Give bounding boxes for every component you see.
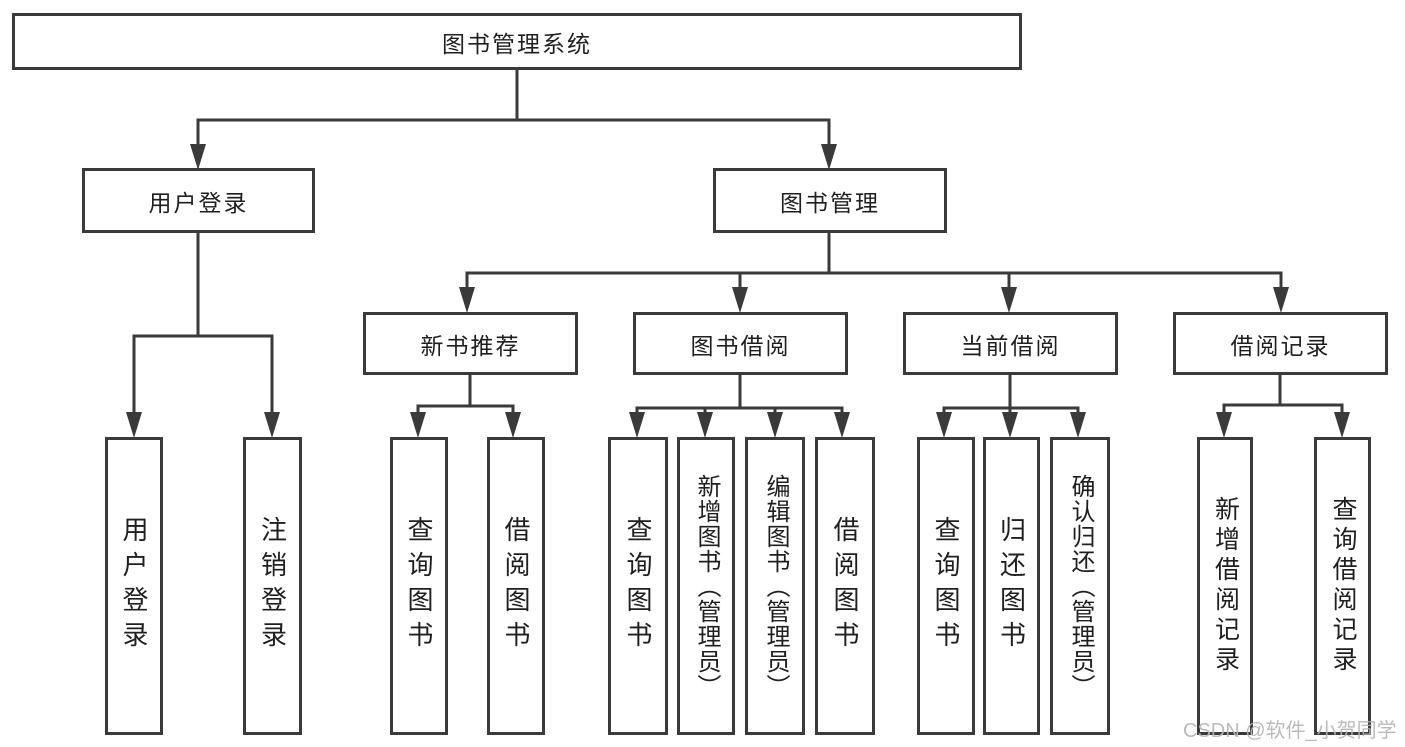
node-library-system: 图书管理系统 [12,13,1022,70]
node-book-borrowing: 图书借阅 [633,312,848,375]
node-borrow-records: 借阅记录 [1173,312,1388,375]
leaf-confirm-return-admin: 确认归还（管理员） [1050,437,1110,735]
leaf-edit-books-admin: 编辑图书（管理员） [745,437,805,735]
leaf-add-books-admin: 新增图书（管理员） [677,437,735,735]
node-user-login: 用户登录 [82,168,315,233]
leaf-query-books-borrowing: 查询图书 [608,437,668,735]
leaf-add-borrow-record: 新增借阅记录 [1197,437,1253,735]
leaf-borrow-books-recommend: 借阅图书 [487,437,545,735]
leaf-query-books-recommend: 查询图书 [390,437,448,735]
leaf-query-books-current: 查询图书 [917,437,975,735]
leaf-logout: 注销登录 [243,437,302,735]
node-new-book-recommend: 新书推荐 [363,312,578,375]
leaf-return-books: 归还图书 [983,437,1040,735]
leaf-user-login: 用户登录 [105,437,163,735]
leaf-query-borrow-record: 查询借阅记录 [1314,437,1371,735]
node-current-borrow: 当前借阅 [903,312,1118,375]
csdn-watermark: CSDN @软件_小贺同学 [1183,720,1397,742]
leaf-borrow-books-borrowing: 借阅图书 [815,437,875,735]
node-book-management: 图书管理 [713,168,947,233]
